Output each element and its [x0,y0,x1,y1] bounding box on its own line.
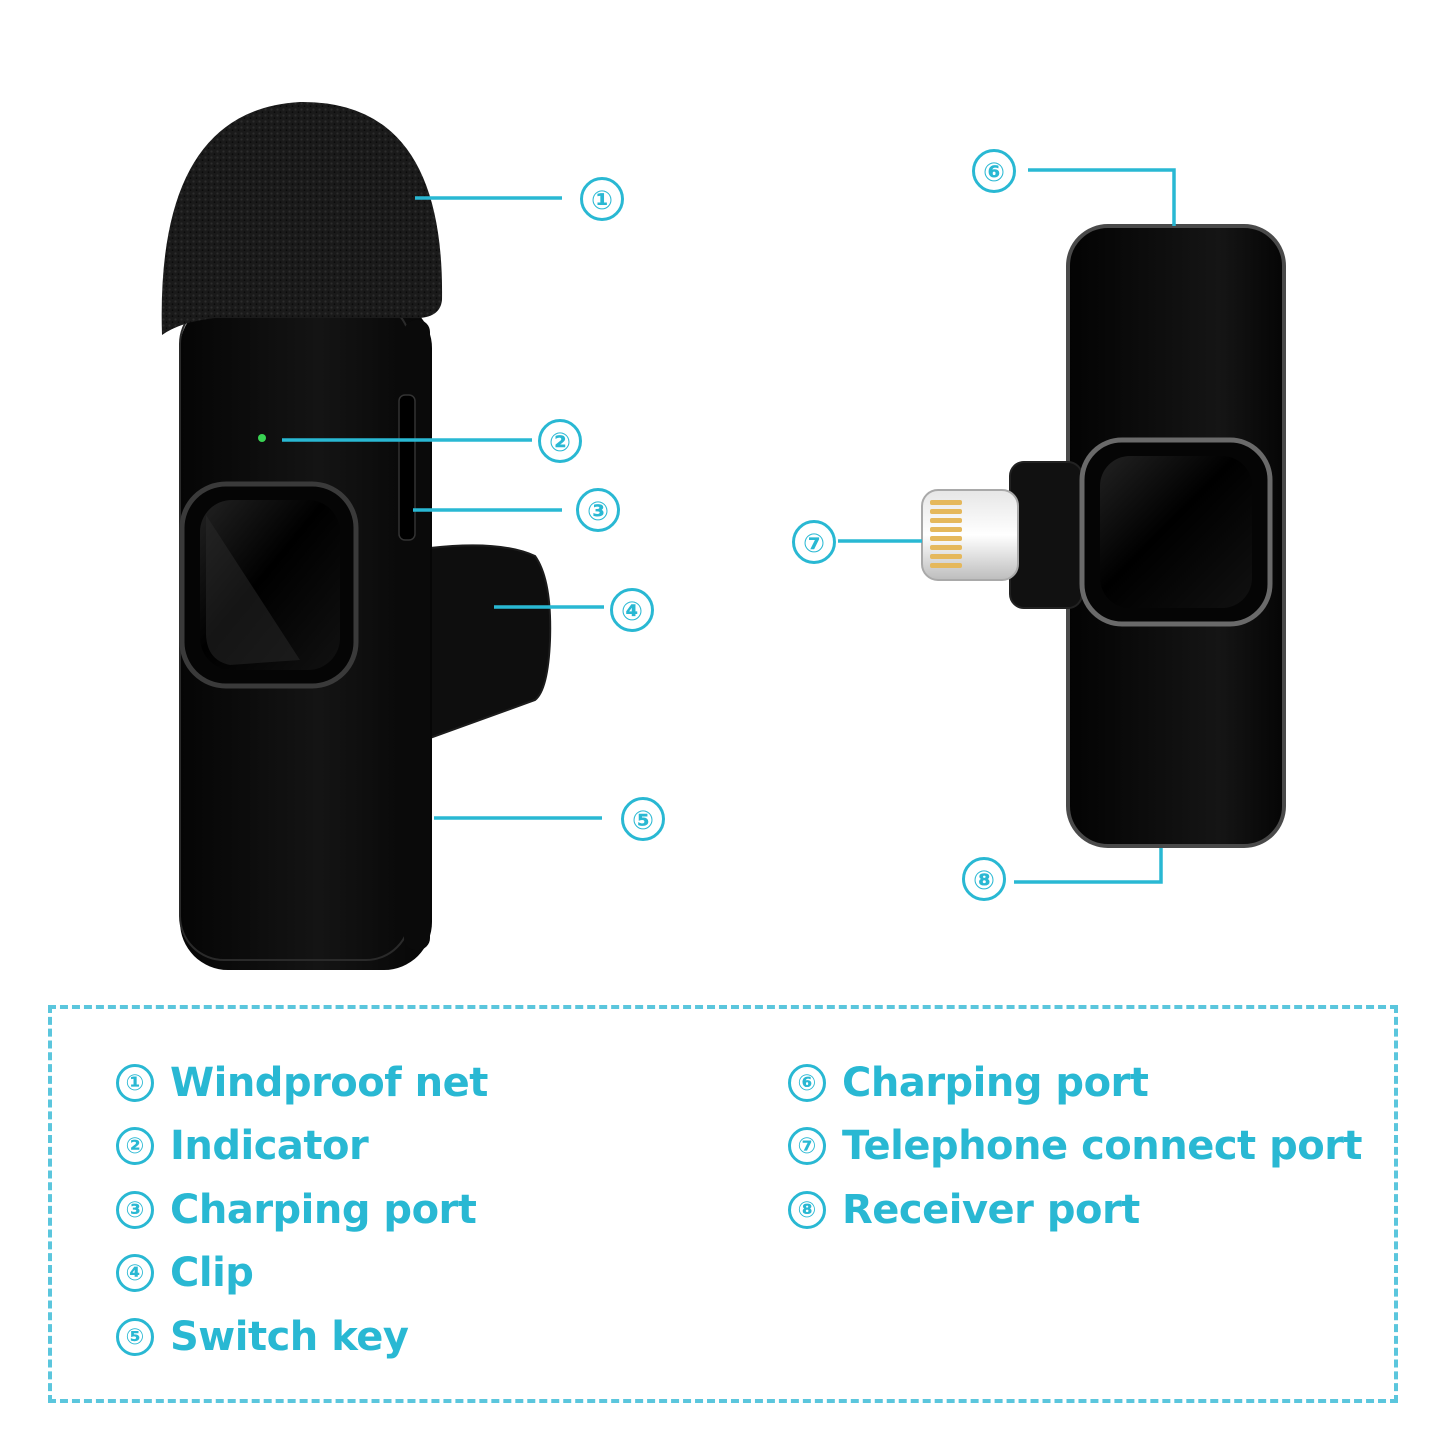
legend-label: Charping port [170,1186,477,1233]
legend-item: ⑧ Receiver port [788,1178,1362,1242]
windproof-net-shape [161,101,443,336]
callout-7: ⑦ [792,520,836,564]
legend-number: ③ [116,1190,154,1229]
callout-5: ⑤ [621,797,665,841]
callout-6: ⑥ [972,149,1016,193]
legend-column-left: ① Windproof net ② Indicator ③ Charping port… [116,1051,488,1369]
leader-lines [282,168,1176,884]
legend-box: ① Windproof net ② Indicator ③ Charping port… [48,1005,1398,1403]
legend-number: ⑥ [788,1063,826,1102]
legend-item: ④ Clip [116,1242,488,1306]
legend-number: ① [116,1063,154,1102]
legend-label: Charping port [842,1059,1149,1106]
legend-number: ⑤ [116,1317,154,1356]
legend-item: ③ Charping port [116,1178,488,1242]
connector-neck [1009,461,1083,609]
legend-column-right: ⑥ Charping port ⑦ Telephone connect port ⑧… [788,1051,1363,1242]
device-illustration [161,101,1286,970]
callout-2: ② [538,419,582,463]
clip [418,544,552,740]
plug-contacts [930,500,962,568]
legend-number: ② [116,1127,154,1166]
callout-4: ④ [610,588,654,632]
legend-label: Windproof net [170,1059,488,1106]
legend-number: ⑧ [788,1190,826,1229]
indicator-light [258,434,266,442]
legend-item: ⑤ Switch key [116,1305,488,1369]
legend-item: ② Indicator [116,1115,488,1179]
charging-port-slot [398,394,416,541]
legend-label: Receiver port [842,1186,1140,1233]
legend-item: ⑦ Telephone connect port [788,1115,1363,1179]
legend-label: Switch key [170,1313,409,1360]
legend-label: Telephone connect port [842,1123,1363,1170]
callout-8: ⑧ [962,857,1006,901]
legend-item: ⑥ Charping port [788,1051,1362,1115]
callout-1: ① [580,177,624,221]
legend-label: Clip [170,1250,254,1297]
legend-number: ④ [116,1254,154,1293]
callout-3: ③ [576,488,620,532]
legend-item: ① Windproof net [116,1051,488,1115]
legend-number: ⑦ [788,1127,826,1166]
product-diagram: ① ② ③ ④ ⑤ ⑥ ⑦ ⑧ [161,101,1286,970]
legend-label: Indicator [170,1123,369,1170]
